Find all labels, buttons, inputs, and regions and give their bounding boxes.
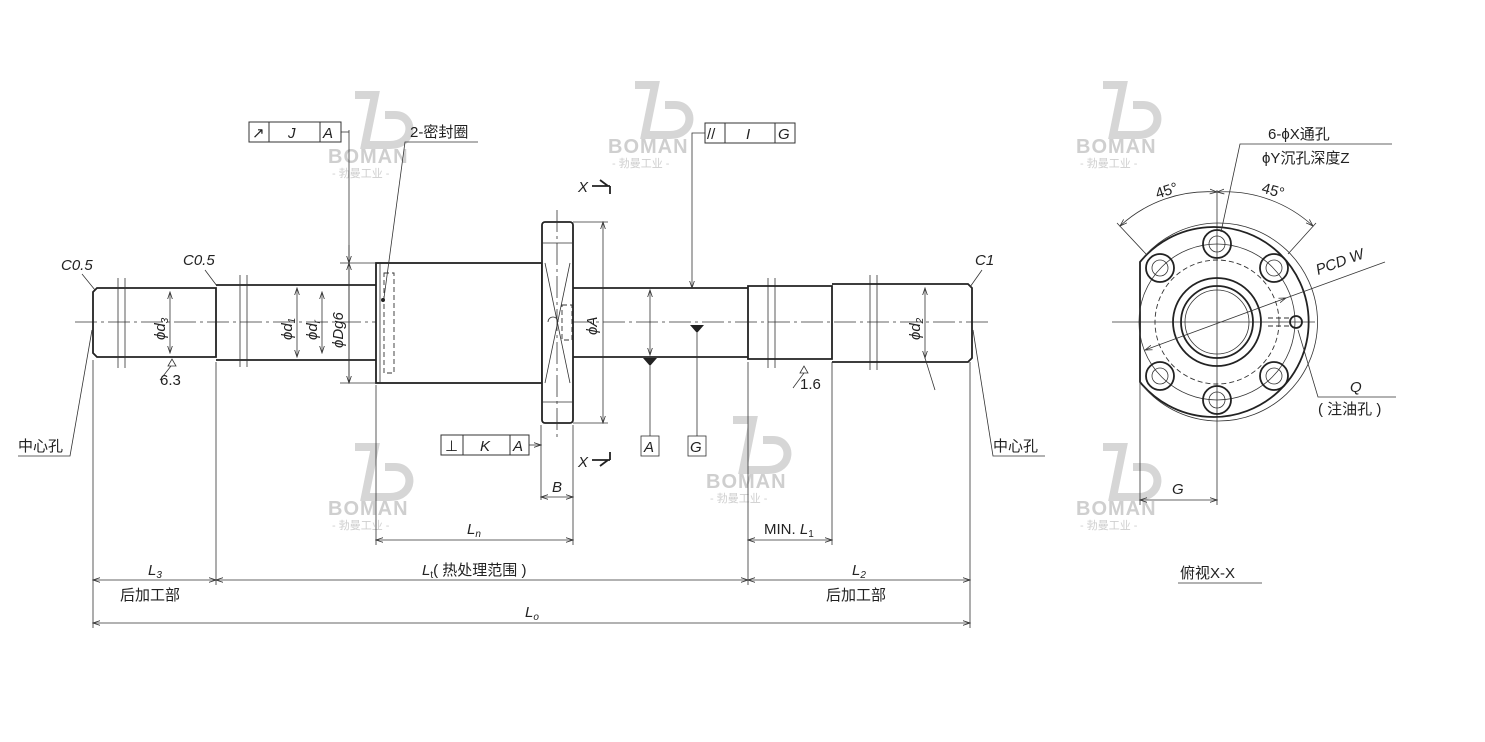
watermark-subtitle: - 勃曼工业 - — [1080, 157, 1138, 170]
pcd-label: PCD W — [1314, 245, 1369, 279]
roughness-right: 1.6 — [800, 376, 821, 393]
dim-phi-d1: ϕd1 — [279, 318, 298, 340]
parallel-tolerance: I — [746, 126, 750, 143]
watermark-subtitle: - 勃曼工业 - — [332, 519, 390, 532]
svg-text:ϕd2: ϕd2 — [907, 317, 926, 340]
watermark-subtitle: - 勃曼工业 - — [332, 167, 390, 180]
perpendicular-tolerance: K — [480, 438, 491, 455]
watermark-subtitle: - 勃曼工业 - — [1080, 519, 1138, 532]
nut-body — [375, 262, 543, 384]
runout-tolerance-frame: ↗ J A — [248, 121, 349, 143]
dim-lt: Lt( 热处理范围 ) — [422, 562, 526, 581]
perpendicular-datum: A — [512, 438, 523, 455]
runout-symbol: ↗ — [252, 125, 265, 142]
angle-left-label: 45° — [1153, 179, 1180, 202]
roughness-left: 6.3 — [160, 372, 181, 389]
chamfer-left-label: C0.5 — [61, 257, 93, 274]
watermark-brand: BOMAN — [328, 498, 409, 520]
shaft-right-end — [832, 283, 973, 363]
datum-labels: A G — [640, 435, 707, 457]
dim-l3: L3 — [148, 562, 162, 581]
watermark-brand: BOMAN — [1076, 136, 1157, 158]
break-marks — [117, 275, 878, 370]
holes-spec-line1: 6-ϕX通孔 — [1268, 126, 1330, 143]
shaft-left-end — [92, 287, 217, 358]
oil-hole — [1289, 315, 1303, 329]
center-hole-left-label: 中心孔 — [18, 438, 63, 455]
annotations: 2-密封圈 C0.5 C0.5 C1 ϕd3 ϕd1 ϕdr ϕDg6 ϕA ϕ… — [18, 124, 1045, 457]
length-dimensions: B Ln MIN. L1 L3 Lt( 热处理范围 ) L2 后加工部 后加工部… — [93, 360, 970, 628]
section-mark-bottom: X — [577, 454, 589, 471]
dim-phi-d2: ϕd2 — [907, 317, 926, 340]
dim-phi-a: ϕA — [584, 317, 601, 335]
dim-min-l1: MIN. L1 — [764, 521, 814, 540]
watermark-brand: BOMAN — [328, 146, 409, 168]
section-marks: X X — [577, 179, 611, 471]
flange-side-view: 45° 45° 6-ϕX通孔 ϕY沉孔深度Z PCD W Q ( 注油孔 ) G… — [1112, 126, 1396, 584]
datum-triangles — [643, 325, 704, 366]
dim-phi-dr: ϕdr — [304, 319, 323, 340]
chamfer-left2-label: C0.5 — [183, 252, 215, 269]
oil-hole-note: ( 注油孔 ) — [1318, 401, 1381, 418]
svg-text:ϕDg6: ϕDg6 — [330, 311, 347, 348]
screw-shaft-front-view — [75, 130, 988, 440]
dim-phi-d3: ϕd3 — [152, 317, 171, 340]
section-mark-top: X — [577, 179, 589, 196]
datum-g-label: G — [690, 439, 702, 456]
svg-text:ϕd3: ϕd3 — [152, 317, 171, 340]
datum-a-label: A — [643, 439, 654, 456]
dim-g-label: G — [1172, 481, 1184, 498]
chamfer-right-label: C1 — [975, 252, 994, 269]
svg-text:ϕd1: ϕd1 — [279, 318, 298, 340]
svg-text:ϕdr: ϕdr — [304, 319, 323, 340]
dim-phi-dg6: ϕDg6 — [330, 311, 347, 348]
runout-datum: A — [322, 125, 333, 142]
parallel-tolerance-frame: // I G — [692, 122, 796, 288]
seal-label: 2-密封圈 — [410, 124, 468, 141]
perpendicular-symbol: ⊥ — [445, 438, 458, 455]
post-machining-right: 后加工部 — [826, 587, 886, 604]
watermark-brand: BOMAN — [706, 471, 787, 493]
view-caption: 俯视X-X — [1180, 565, 1235, 582]
dim-ln: Ln — [467, 521, 481, 540]
watermark-subtitle: - 勃曼工业 - — [612, 157, 670, 170]
flange-outline — [1139, 226, 1310, 418]
runout-tolerance: J — [287, 125, 296, 142]
center-hole-right-label: 中心孔 — [993, 438, 1038, 455]
bolt-holes — [1145, 229, 1289, 415]
holes-spec-line2: ϕY沉孔深度Z — [1262, 150, 1350, 167]
post-machining-left: 后加工部 — [120, 587, 180, 604]
watermark-logos: BOMAN - 勃曼工业 - BOMAN - 勃曼工业 - BOMAN - 勃曼… — [328, 81, 1162, 532]
pcd-circle — [1138, 243, 1296, 401]
parallel-symbol: // — [707, 126, 716, 143]
dim-b: B — [552, 479, 562, 496]
shaft-bearing-section — [747, 285, 833, 360]
dim-lo: Lo — [525, 604, 539, 623]
angle-right-label: 45° — [1260, 180, 1286, 202]
oil-hole-label: Q — [1350, 379, 1362, 396]
watermark-brand: BOMAN — [608, 136, 689, 158]
watermark-brand: BOMAN — [1076, 498, 1157, 520]
svg-text:ϕA: ϕA — [584, 317, 601, 335]
perpendicular-tolerance-frame: ⊥ K A — [440, 434, 541, 456]
dim-l2: L2 — [852, 562, 866, 581]
parallel-datum: G — [778, 126, 790, 143]
watermark-subtitle: - 勃曼工业 - — [710, 492, 768, 505]
seal-hidden-line — [383, 272, 395, 374]
